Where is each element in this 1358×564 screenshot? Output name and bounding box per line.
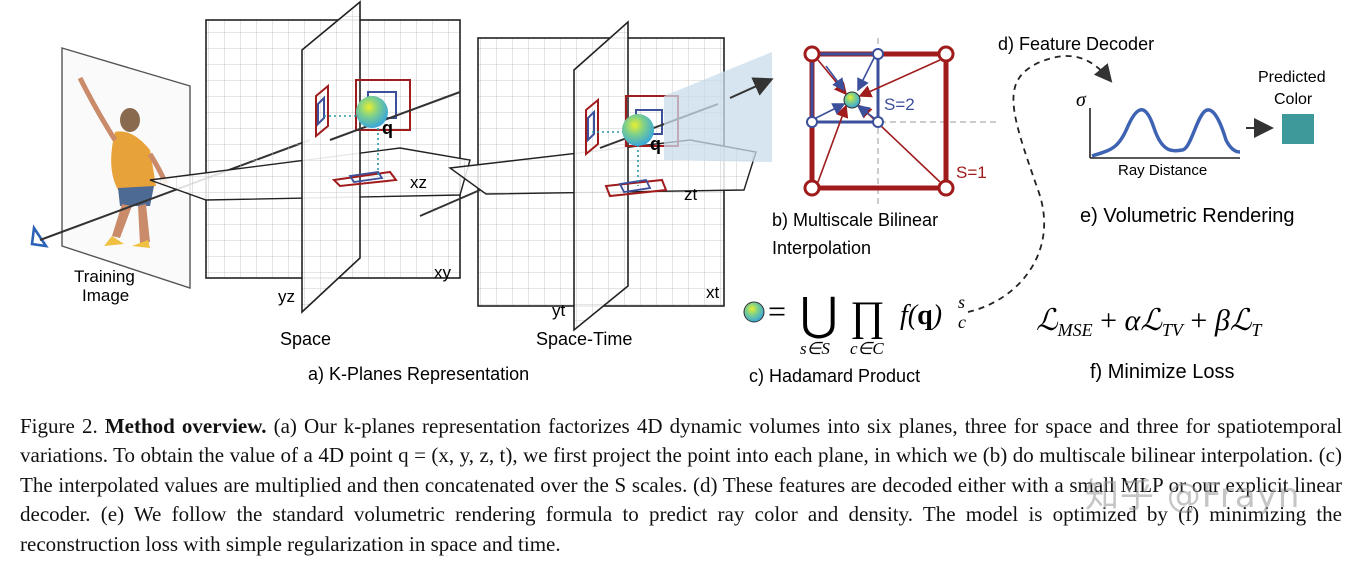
- label-yz: yz: [278, 287, 295, 306]
- svg-text:s∈S: s∈S: [800, 339, 830, 358]
- yt-plane: [573, 20, 629, 332]
- label-q-space: q: [382, 118, 393, 138]
- query-point-spacetime: [622, 114, 654, 146]
- zoom-highlight: [664, 52, 772, 162]
- yz-plane: [301, 0, 361, 314]
- label-panel-b-2: Interpolation: [772, 238, 871, 258]
- training-image: [61, 47, 191, 289]
- svg-text:ℒMSE + αℒTV + βℒT: ℒMSE + αℒTV + βℒT: [1036, 304, 1263, 340]
- label-training: Training: [74, 267, 135, 286]
- decoder-connector: [967, 55, 1113, 313]
- label-panel-c: c) Hadamard Product: [749, 366, 920, 386]
- density-plot: [1089, 108, 1241, 159]
- label-ray-distance: Ray Distance: [1118, 162, 1207, 179]
- hadamard-formula: = ⋃ ∏ f(q) s c s∈S c∈C: [743, 289, 966, 358]
- caption-fig-label: Figure 2.: [20, 414, 98, 438]
- label-predicted: Predicted: [1258, 69, 1326, 86]
- space-time-planes: [419, 20, 772, 332]
- caption-text: (a) Our k-planes representation factoriz…: [20, 414, 1343, 556]
- figure-caption: Figure 2. Method overview. (a) Our k-pla…: [20, 412, 1342, 559]
- svg-text:f(q): f(q): [900, 300, 942, 331]
- svg-text:c∈C: c∈C: [850, 339, 884, 358]
- label-xy: xy: [434, 263, 452, 282]
- label-panel-e: e) Volumetric Rendering: [1080, 205, 1295, 227]
- bilinear-interpolation-diagram: [803, 38, 1000, 204]
- predicted-color-swatch: [1282, 114, 1314, 144]
- label-xt: xt: [706, 283, 720, 302]
- label-color: Color: [1274, 91, 1313, 108]
- space-planes: [149, 0, 471, 314]
- label-xz: xz: [410, 173, 427, 192]
- label-s1: S=1: [956, 163, 987, 182]
- label-panel-f: f) Minimize Loss: [1090, 361, 1234, 383]
- label-sigma: σ: [1076, 89, 1087, 111]
- svg-text:∏: ∏: [850, 294, 885, 340]
- label-zt: zt: [684, 185, 698, 204]
- svg-text:=: =: [768, 293, 786, 329]
- label-panel-d: d) Feature Decoder: [998, 34, 1154, 54]
- loss-formula: ℒMSE + αℒTV + βℒT: [1036, 304, 1263, 340]
- label-image: Image: [82, 286, 129, 305]
- svg-text:⋃: ⋃: [800, 289, 838, 340]
- label-space-time: Space-Time: [536, 329, 632, 349]
- caption-bold: Method overview.: [104, 414, 267, 438]
- label-s2: S=2: [884, 95, 915, 114]
- svg-text:s: s: [958, 292, 965, 312]
- svg-text:c: c: [958, 312, 966, 332]
- label-q-spacetime: q: [650, 134, 661, 154]
- query-point-space: [356, 96, 388, 128]
- label-panel-b-1: b) Multiscale Bilinear: [772, 210, 938, 230]
- method-overview-figure: xz xy yz zt xt yt q q Training Image Spa…: [30, 0, 1326, 386]
- label-yt: yt: [552, 301, 566, 320]
- label-panel-a: a) K-Planes Representation: [308, 364, 529, 384]
- label-space: Space: [280, 329, 331, 349]
